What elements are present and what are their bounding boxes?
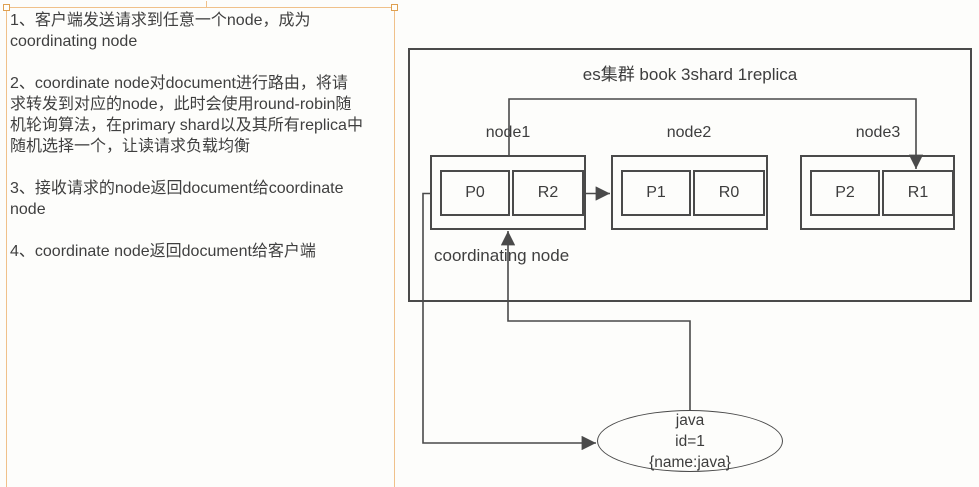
shard-cell-p2[interactable]: P2 xyxy=(810,170,880,216)
selection-handle-top-right[interactable] xyxy=(391,4,398,11)
selection-handle-top-left[interactable] xyxy=(3,4,10,11)
coordinating-node-label: coordinating node xyxy=(434,246,570,265)
rotation-handle-stem[interactable] xyxy=(206,1,207,8)
note-paragraph-4: 4、coordinate node返回document给客户端 xyxy=(10,243,316,260)
node2-box[interactable]: P1 R0 xyxy=(611,155,768,230)
notes-text-block[interactable]: 1、客户端发送请求到任意一个node，成为 coordinating node … xyxy=(3,1,398,487)
note-paragraph-2: 2、coordinate node对document进行路由，将请 求转发到对应… xyxy=(10,75,363,155)
shard-cell-p1[interactable]: P1 xyxy=(621,170,691,216)
notes-text: 1、客户端发送请求到任意一个node，成为 coordinating node … xyxy=(10,10,388,283)
note-paragraph-3: 3、接收请求的node返回document给coordinate node xyxy=(10,180,344,218)
client-line-3: {name:java} xyxy=(649,453,731,471)
node3-label: node3 xyxy=(855,124,901,141)
cluster-title: es集群 book 3shard 1replica xyxy=(582,65,798,84)
client-line-2: id=1 xyxy=(675,432,705,450)
shard-cell-r1[interactable]: R1 xyxy=(882,170,954,216)
shard-cell-r0[interactable]: R0 xyxy=(693,170,765,216)
node1-box[interactable]: P0 R2 xyxy=(430,155,586,230)
note-paragraph-1: 1、客户端发送请求到任意一个node，成为 coordinating node xyxy=(10,12,311,50)
node3-box[interactable]: P2 R1 xyxy=(800,155,955,230)
shard-cell-r2[interactable]: R2 xyxy=(512,170,584,216)
node1-label: node1 xyxy=(485,124,531,141)
node2-label: node2 xyxy=(666,124,712,141)
client-document-ellipse[interactable]: java id=1 {name:java} xyxy=(597,410,783,472)
client-line-1: java xyxy=(675,411,705,429)
shard-cell-p0[interactable]: P0 xyxy=(440,170,510,216)
